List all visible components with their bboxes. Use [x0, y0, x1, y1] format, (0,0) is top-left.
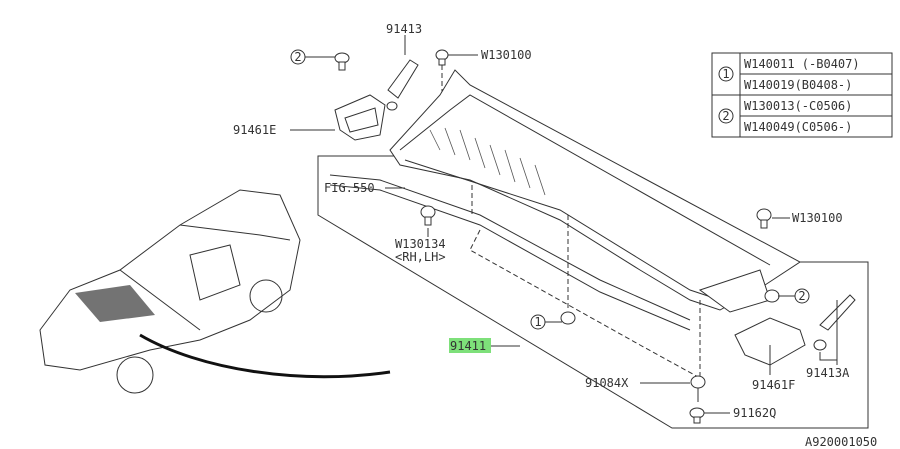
legend-row: W130013(-C0506)	[744, 99, 852, 113]
label-w130134[interactable]: W130134	[395, 237, 446, 251]
seal-strip	[139, 333, 391, 379]
label-91162q[interactable]: 91162Q	[733, 406, 776, 420]
label-w130100-top[interactable]: W130100	[481, 48, 532, 62]
clip-w130134[interactable]	[420, 205, 436, 226]
cowl-panel-91411[interactable]	[329, 69, 801, 331]
seal-91413[interactable]	[387, 59, 419, 99]
callout-1: 1	[534, 315, 541, 329]
bracket-91461e[interactable]	[334, 94, 386, 141]
clip-91084x[interactable]	[690, 375, 706, 402]
clip-w130100-right[interactable]	[756, 208, 772, 229]
legend-row: W140049(C0506-)	[744, 120, 852, 134]
clip-91162q[interactable]	[689, 407, 705, 424]
callout-2-right: 2	[798, 289, 805, 303]
label-91413[interactable]: 91413	[386, 22, 422, 36]
label-91084x[interactable]: 91084X	[585, 376, 629, 390]
label-w130100-right[interactable]: W130100	[792, 211, 843, 225]
legend-mark-2: 2	[722, 109, 729, 123]
callout-2-top: 2	[294, 50, 301, 64]
clip-callout1[interactable]	[560, 311, 576, 325]
label-91461e[interactable]: 91461E	[233, 123, 276, 137]
assembly-boundary	[317, 155, 869, 429]
label-91461f[interactable]: 91461F	[752, 378, 795, 392]
callout-1-circle	[530, 314, 546, 330]
locator-line	[469, 229, 701, 379]
label-highlight	[449, 338, 491, 353]
legend-row: W140019(B0408-)	[744, 78, 852, 92]
seal-91413a[interactable]	[813, 294, 856, 351]
callout-2-circle	[290, 49, 306, 65]
clip-top[interactable]	[334, 49, 449, 111]
vehicle-illustration	[39, 189, 391, 394]
bracket-91461f[interactable]	[734, 317, 806, 366]
legend-mark-1: 1	[722, 67, 729, 81]
clip-callout2-right[interactable]	[764, 289, 780, 303]
diagram-code: A920001050	[805, 435, 877, 449]
legend-row: W140011 (-B0407)	[744, 57, 860, 71]
callout-2-circle	[794, 288, 810, 304]
label-rh-lh: <RH,LH>	[395, 250, 446, 264]
label-91413a[interactable]: 91413A	[806, 366, 850, 380]
legend-table: 1 2 W140011 (-B0407) W140019(B0408-) W13…	[711, 52, 893, 138]
label-fig550[interactable]: FIG.550	[324, 181, 375, 195]
label-91411[interactable]: 91411	[450, 339, 486, 353]
cowl-location-highlight	[75, 285, 155, 322]
